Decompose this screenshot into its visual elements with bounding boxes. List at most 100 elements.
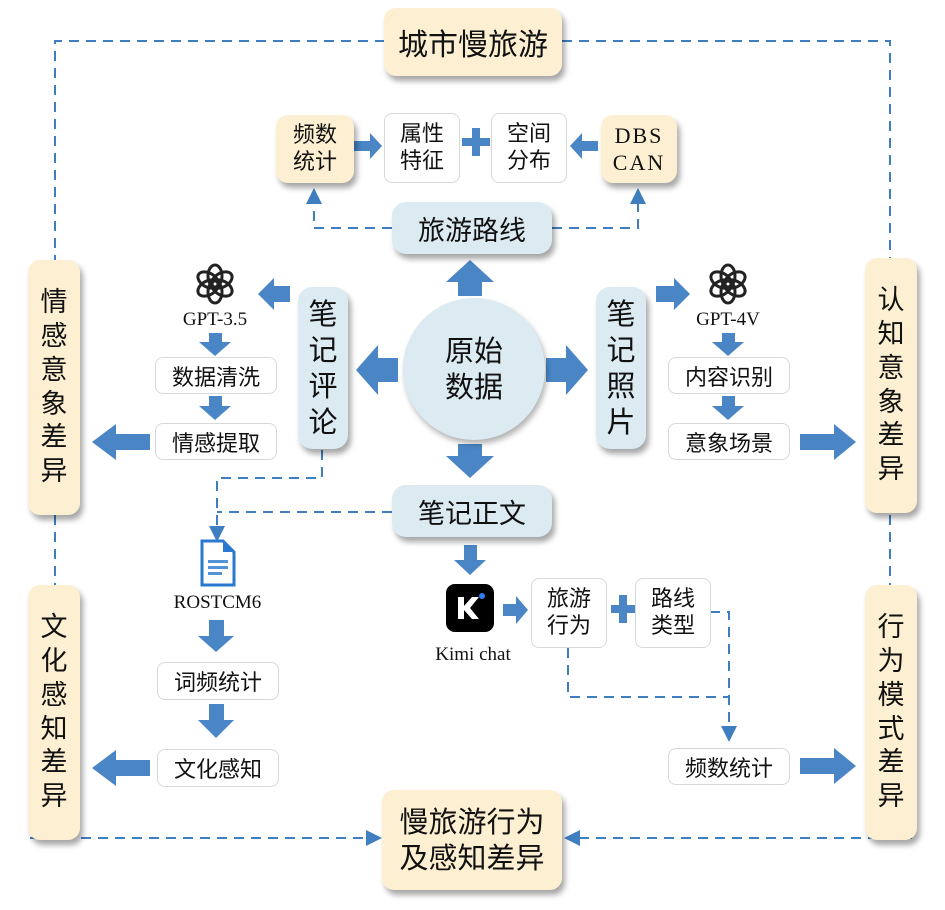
route-type-box: 路线 类型 — [635, 578, 711, 648]
comments-char: 笔 — [308, 296, 338, 331]
photos-char: 照 — [606, 369, 636, 403]
routetype-to-freq-line — [710, 611, 737, 742]
photos-step-recognition-label: 内容识别 — [684, 365, 773, 391]
arrow-kimi-right — [503, 596, 528, 624]
photos-step-scene-label: 意象场景 — [684, 431, 773, 457]
behavior-freq-label: 频数统计 — [684, 756, 773, 782]
comments-char: 评 — [308, 369, 338, 403]
side-char: 象 — [877, 386, 905, 418]
emotion-image-diff-box: 情 感 意 象 差 异 — [28, 260, 80, 515]
photos-char: 片 — [606, 405, 636, 440]
side-char: 差 — [40, 422, 68, 454]
arrow-culture-left — [92, 750, 150, 786]
arrow-recog-down — [712, 396, 744, 420]
text-label: 笔记正文 — [418, 498, 526, 530]
rost-step-wordfreq-label: 词频统计 — [173, 671, 262, 696]
gpt4v-label: GPT-4V — [696, 309, 760, 330]
side-char: 差 — [40, 747, 68, 779]
rost-step-culture-label: 文化感知 — [173, 758, 262, 783]
route-attr-line2: 特征 — [399, 149, 444, 174]
comments-step-clean-label: 数据清洗 — [171, 365, 260, 391]
comments-char: 论 — [308, 405, 338, 440]
side-char: 意 — [877, 352, 905, 384]
route-spatial-box: 空间 分布 — [491, 113, 567, 183]
arrow-emotion-left — [92, 424, 150, 460]
document-icon — [199, 538, 237, 588]
side-char: 认 — [877, 285, 905, 317]
route-dbscan-line2: CAN — [612, 150, 666, 175]
openai-logo-icon — [193, 262, 237, 306]
side-char: 情 — [40, 287, 68, 319]
route-dbscan-box: DBS CAN — [601, 115, 677, 183]
side-char: 为 — [877, 646, 905, 677]
route-freq-box: 频数 统计 — [276, 115, 354, 183]
route-freq-line1: 频数 — [292, 122, 337, 148]
photos-step-recognition: 内容识别 — [668, 357, 790, 394]
arrow-gpt35-down — [199, 333, 231, 356]
route-to-dbscan-line — [552, 188, 646, 229]
side-char: 意 — [40, 354, 68, 386]
arrow-comments-to-gpt35 — [258, 278, 290, 310]
route-attr-box: 属性 特征 — [384, 113, 460, 183]
arrow-wordfreq-down — [198, 704, 234, 738]
route-spatial-line2: 分布 — [506, 149, 551, 174]
route-to-freq-line — [306, 188, 392, 229]
rost-step-culture: 文化感知 — [157, 749, 279, 787]
route-freq-line2: 统计 — [292, 150, 337, 175]
arrow-text-down — [454, 545, 486, 575]
text-box: 笔记正文 — [392, 485, 552, 537]
arrow-down — [446, 444, 494, 478]
side-char: 象 — [40, 388, 68, 420]
culture-perception-diff-box: 文 化 感 知 差 异 — [28, 585, 80, 840]
arrow-left — [356, 345, 398, 395]
route-dbscan-line1: DBS — [614, 122, 664, 148]
side-char: 感 — [40, 679, 68, 711]
plus-route — [462, 128, 490, 156]
result-line2: 及感知差异 — [399, 841, 545, 875]
travel-behavior-line1: 旅游 — [546, 586, 591, 612]
comments-step-emotion: 情感提取 — [155, 423, 277, 460]
arrow-gpt4v-down — [712, 333, 744, 356]
photos-box: 笔 记 照 片 — [596, 287, 646, 449]
side-char: 行 — [877, 612, 905, 644]
arrow-freq-to-attr — [354, 133, 382, 159]
behavior-freq-box: 频数统计 — [668, 748, 790, 785]
frame-top-right-line — [562, 40, 891, 260]
raw-data-circle: 原始 数据 — [403, 298, 545, 440]
route-attr-line1: 属性 — [399, 121, 444, 147]
side-char: 异 — [40, 781, 68, 812]
side-char: 式 — [877, 713, 905, 745]
gpt35-label: GPT-3.5 — [182, 309, 248, 330]
side-char: 异 — [40, 456, 68, 487]
photos-step-scene: 意象场景 — [668, 423, 790, 460]
kimi-logo-icon — [446, 584, 494, 632]
photos-char: 笔 — [606, 296, 636, 331]
raw-data-line1: 原始 — [444, 333, 503, 368]
side-char: 感 — [40, 321, 68, 352]
raw-data-line2: 数据 — [444, 370, 503, 404]
side-char: 异 — [877, 454, 905, 485]
side-char: 化 — [40, 646, 68, 677]
side-char: 知 — [40, 713, 68, 745]
route-type-line2: 类型 — [650, 614, 695, 639]
travel-behavior-box: 旅游 行为 — [531, 578, 607, 648]
block-arrows — [92, 128, 856, 786]
comments-to-rost-line — [209, 450, 323, 542]
arrow-cognition-right — [800, 424, 856, 460]
rost-step-wordfreq: 词频统计 — [157, 662, 279, 700]
kimi-label: Kimi chat — [435, 644, 511, 665]
side-char: 模 — [877, 679, 905, 711]
route-label: 旅游路线 — [418, 215, 526, 247]
travel-behavior-line2: 行为 — [546, 614, 591, 639]
result-box: 慢旅游行为 及感知差异 — [382, 790, 562, 890]
route-box: 旅游路线 — [392, 202, 552, 254]
behavior-pattern-diff-box: 行 为 模 式 差 异 — [865, 585, 917, 840]
arrow-up — [446, 260, 494, 296]
result-line1: 慢旅游行为 — [399, 804, 545, 839]
arrow-right — [546, 345, 588, 395]
comments-box: 笔 记 评 论 — [298, 287, 348, 449]
side-char: 文 — [40, 612, 68, 644]
arrow-dbscan-to-spatial — [570, 133, 598, 159]
frame-top-left-line — [54, 40, 385, 260]
